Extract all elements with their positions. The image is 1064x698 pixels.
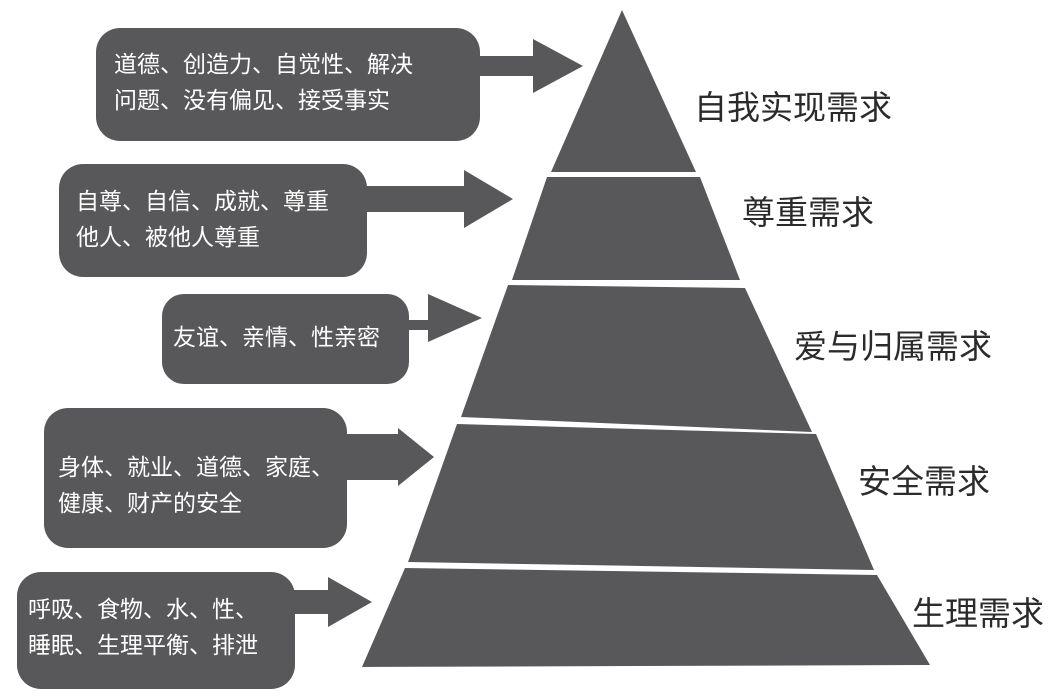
- pyramid-tier-physiological: [362, 568, 930, 667]
- description-line: 自尊、自信、成就、尊重: [76, 189, 329, 215]
- level-label-esteem: 尊重需求: [742, 193, 874, 232]
- level-label-physiological: 生理需求: [912, 594, 1044, 633]
- callout-esteem: [59, 164, 513, 277]
- description-esteem: 自尊、自信、成就、尊重 他人、被他人尊重: [76, 184, 329, 256]
- pyramid-tier-esteem: [512, 177, 740, 280]
- callout-love-belonging: [162, 294, 482, 384]
- description-line: 健康、财产的安全: [58, 491, 242, 517]
- pyramid-tier-safety: [408, 424, 874, 570]
- callout-safety: [44, 408, 434, 548]
- level-label-self-actualization: 自我实现需求: [694, 88, 892, 127]
- description-line: 友谊、亲情、性亲密: [173, 325, 380, 351]
- pyramid-tier-love-belonging: [461, 285, 812, 432]
- description-self-actualization: 道德、创造力、自觉性、解决 问题、没有偏见、接受事实: [114, 47, 413, 119]
- callout-self-actualization: [96, 28, 583, 141]
- description-line: 呼吸、食物、水、性、: [28, 597, 258, 623]
- level-label-safety: 安全需求: [858, 462, 990, 501]
- description-line: 问题、没有偏见、接受事实: [114, 88, 390, 114]
- description-safety: 身体、就业、道德、家庭、 健康、财产的安全: [58, 450, 334, 522]
- level-label-love-belonging: 爱与归属需求: [794, 327, 992, 366]
- description-line: 身体、就业、道德、家庭、: [58, 455, 334, 481]
- description-physiological: 呼吸、食物、水、性、 睡眠、生理平衡、排泄: [28, 592, 258, 664]
- description-love-belonging: 友谊、亲情、性亲密: [173, 320, 380, 356]
- description-line: 他人、被他人尊重: [76, 225, 260, 251]
- callout-physiological: [17, 572, 372, 689]
- pyramid-tier-self-actualization: [551, 10, 696, 172]
- description-line: 睡眠、生理平衡、排泄: [28, 633, 258, 659]
- description-line: 道德、创造力、自觉性、解决: [114, 52, 413, 78]
